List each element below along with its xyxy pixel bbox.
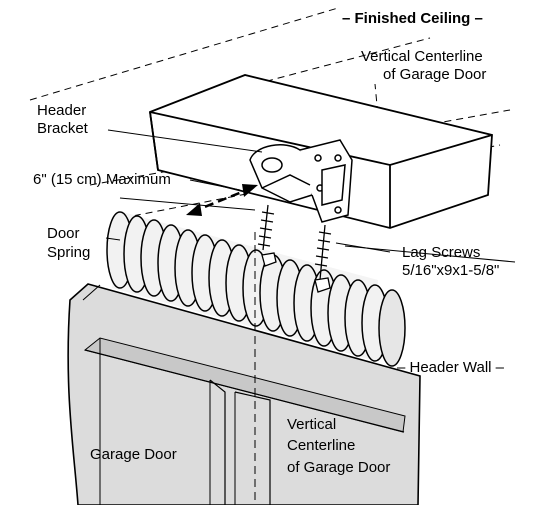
vertical-centerline-bottom-label-line2: Centerline bbox=[287, 437, 356, 454]
header-wall-lines bbox=[119, 197, 516, 263]
garage-door-panel bbox=[67, 283, 421, 505]
header-bracket bbox=[249, 139, 353, 223]
lag-screws-label-line2: 5/16"x9x1-5/8" bbox=[402, 262, 500, 279]
door-spring-label-line2: Spring bbox=[47, 244, 91, 261]
header-wall-label: – Header Wall – bbox=[397, 359, 504, 376]
leader-lines bbox=[105, 129, 391, 253]
header-bracket-label-line2: Bracket bbox=[37, 120, 88, 137]
door-spring-label-line1: Door bbox=[47, 225, 80, 242]
maximum-distance-label: 6" (15 cm) Maximum bbox=[33, 171, 171, 188]
vertical-centerline-top-label-line1: Vertical Centerline bbox=[361, 48, 483, 65]
lag-screws-label-line1: Lag Screws bbox=[402, 244, 481, 261]
finished-ceiling-label: – Finished Ceiling – bbox=[342, 10, 483, 27]
door-spring bbox=[106, 211, 406, 367]
maximum-distance-arrow bbox=[186, 184, 258, 216]
header-bracket-label-line1: Header bbox=[37, 102, 87, 119]
vertical-centerline-bottom-label-line1: Vertical bbox=[287, 416, 337, 433]
garage-door-label: Garage Door bbox=[90, 446, 177, 463]
vertical-centerline-bottom-label-line3: of Garage Door bbox=[287, 459, 391, 476]
lag-screws bbox=[257, 204, 332, 293]
vertical-centerline-top-label-line2: of Garage Door bbox=[383, 66, 487, 83]
